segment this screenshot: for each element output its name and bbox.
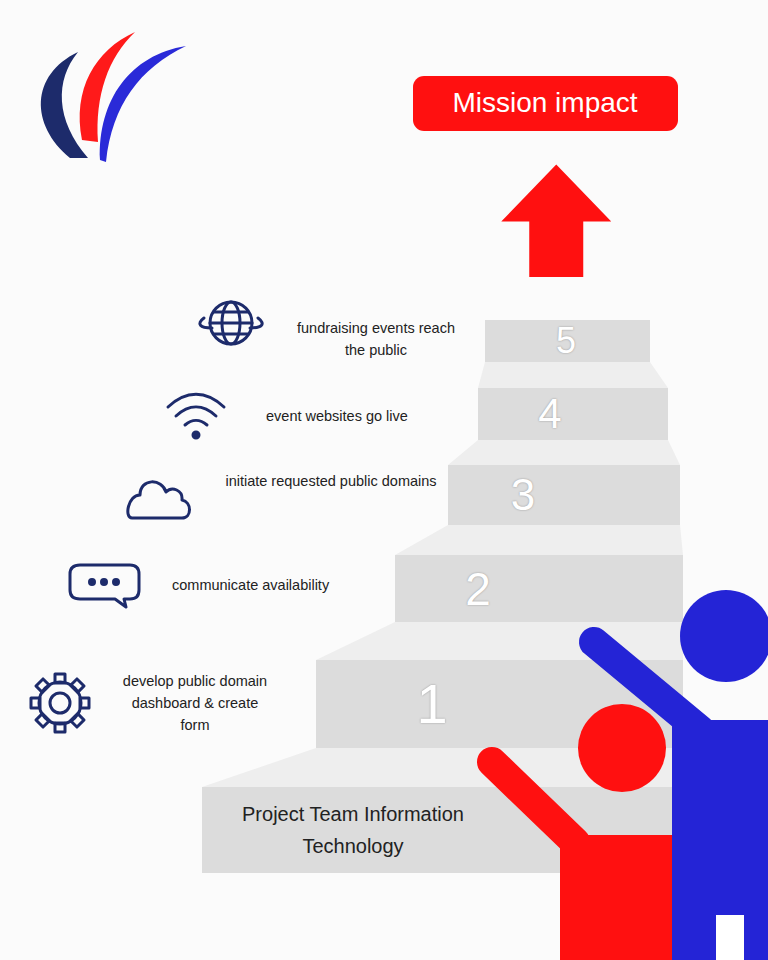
stair-step: 1 <box>316 660 683 748</box>
stair-step: 2 <box>395 555 683 622</box>
step-front <box>478 388 668 440</box>
step-description: fundraising events reach the public <box>286 317 466 361</box>
base-step: Project Team Information Technology <box>202 787 683 873</box>
icons <box>31 302 262 732</box>
step-top <box>448 440 680 465</box>
stair-step: 3 <box>448 465 680 525</box>
step-front <box>448 465 680 525</box>
red-figure <box>492 704 672 960</box>
globe-icon <box>200 302 262 344</box>
logo <box>41 32 186 162</box>
step-number: 3 <box>511 473 535 517</box>
step-description: develop public domain dashboard & create… <box>120 670 270 736</box>
up-arrow <box>501 165 611 278</box>
blue-figure <box>594 590 768 960</box>
step-fronts <box>202 320 683 873</box>
team-label: Project Team Information Technology <box>235 798 471 862</box>
step-description: communicate availability <box>172 574 392 596</box>
step-number: 5 <box>556 323 576 359</box>
mission-text: Mission impact <box>452 87 637 119</box>
gear-icon <box>31 674 89 732</box>
step-number: 2 <box>465 566 491 612</box>
step-description: event websites go live <box>266 405 486 427</box>
step-front <box>395 555 683 622</box>
cloud-icon <box>128 482 190 518</box>
mission-box: Mission impact <box>413 76 678 131</box>
chat-icon <box>70 565 139 607</box>
step-top <box>395 525 683 555</box>
stair-step: 5 <box>485 320 650 362</box>
stair-step: 4 <box>478 388 668 440</box>
step-number: 1 <box>416 676 447 732</box>
wifi-icon <box>168 394 224 438</box>
step-description: initiate requested public domains <box>221 470 441 492</box>
step-front <box>485 320 650 362</box>
step-number: 4 <box>538 393 561 435</box>
step-top <box>478 362 668 388</box>
logo-swoosh <box>100 46 186 162</box>
